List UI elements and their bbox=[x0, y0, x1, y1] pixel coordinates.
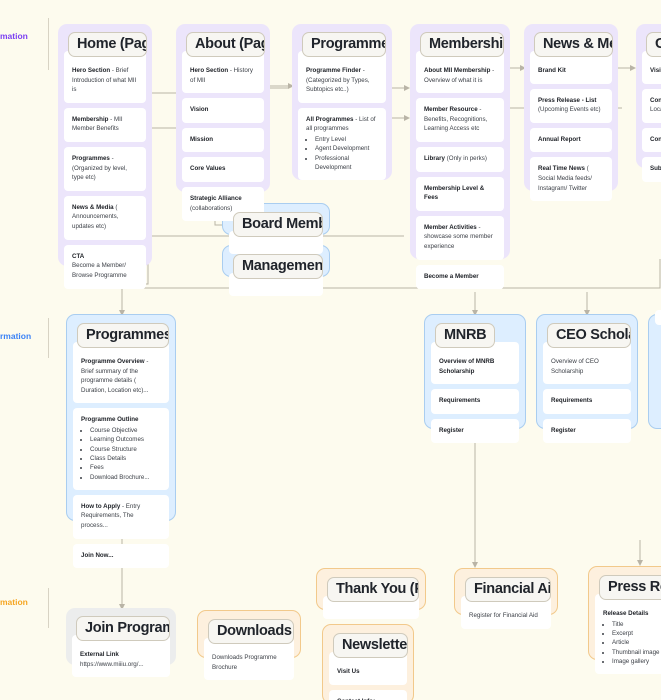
group-title-about: About (Page) bbox=[186, 32, 265, 57]
group-title-mnrb: MNRB bbox=[435, 323, 496, 348]
group-title-financial-aid: Financial Aid (Fo... bbox=[465, 577, 552, 602]
group-title-board-members: Board Members bbox=[233, 212, 324, 237]
group-title-newsletter: Newsletter (P... bbox=[333, 633, 408, 658]
card[interactable]: Become a Member bbox=[416, 264, 504, 290]
card[interactable]: Mission bbox=[182, 127, 264, 153]
card[interactable]: Programme Overview - Brief summary of th… bbox=[73, 342, 169, 404]
group-title-thank-you: Thank You (Page) bbox=[327, 577, 420, 602]
group-about[interactable]: About (Page)Hero Section - History of MI… bbox=[176, 24, 270, 222]
group-financial-aid[interactable]: Financial Aid (Fo...Register for Financi… bbox=[454, 568, 558, 629]
card[interactable]: Overview of MNRB Scholarship bbox=[431, 342, 519, 385]
card[interactable]: How to Apply - Entry Requirements, The p… bbox=[73, 494, 169, 539]
group-newsletter[interactable]: Newsletter (P...Visit UsContact Info: Ad… bbox=[322, 624, 414, 700]
card-list-programmes-single: Programme Overview - Brief summary of th… bbox=[73, 342, 169, 569]
group-join-programme[interactable]: Join ProgrammeExternal Linkhttps://www.m… bbox=[66, 608, 176, 678]
card[interactable]: Visit Us bbox=[642, 51, 661, 84]
card[interactable]: Membership - MII Member Benefits bbox=[64, 107, 146, 143]
card-list-memberships: About MII Membership - Overview of what … bbox=[416, 51, 504, 290]
rail-label-information-purple: mation bbox=[0, 31, 28, 41]
card-list-home: Hero Section - Brief Introduction of wha… bbox=[64, 51, 146, 289]
group-home[interactable]: Home (Page)Hero Section - Brief Introduc… bbox=[58, 24, 152, 289]
card[interactable]: Register bbox=[431, 418, 519, 444]
card[interactable]: Annual Report bbox=[530, 127, 612, 153]
card[interactable]: Core Values bbox=[182, 157, 264, 183]
card[interactable]: Hero Section - History of MII bbox=[182, 51, 264, 94]
group-contact[interactable]: CoVisit Us Contact Info: Address, Locatio… bbox=[636, 24, 661, 183]
card[interactable]: Library (Only in perks) bbox=[416, 147, 504, 172]
rail-divider-mid bbox=[48, 318, 49, 358]
group-title-downloads-pdf: Downloads (PDF) bbox=[208, 619, 295, 644]
card[interactable]: Real Time News ( Social Media feeds/ Ins… bbox=[530, 157, 612, 202]
group-downloads-pdf[interactable]: Downloads (PDF)Downloads Programme Broch… bbox=[197, 610, 301, 681]
rail-divider-bottom bbox=[48, 588, 49, 628]
group-title-ceo-scholarship: CEO Scholarship bbox=[547, 323, 632, 348]
card[interactable]: Overview of CEO Scholarship bbox=[543, 342, 631, 385]
card[interactable]: Programmes - (Organized by level, type e… bbox=[64, 147, 146, 191]
card[interactable]: Join Now... bbox=[73, 543, 169, 569]
group-ceo-scholarship[interactable]: CEO ScholarshipOverview of CEO Scholarsh… bbox=[536, 314, 638, 444]
group-title-press-release: Press Release bbox=[599, 575, 661, 600]
group-title-management-team: Management Te... bbox=[233, 254, 324, 279]
card-list-contact: Visit Us Contact Info: Address, Location … bbox=[642, 51, 661, 183]
card[interactable]: Contact Info: Address, Location etc.. bbox=[642, 88, 661, 123]
card-list-newsletter: Visit UsContact Info: Address, Location … bbox=[329, 652, 407, 700]
card[interactable]: All Programmes - List of all programmesE… bbox=[298, 107, 386, 181]
card[interactable]: Subscribe bbox=[642, 157, 661, 183]
group-right-edge-blue[interactable] bbox=[648, 310, 661, 429]
group-title-news: News & Media... bbox=[534, 32, 613, 57]
group-memberships[interactable]: Memberships ...About MII Membership - Ov… bbox=[410, 24, 510, 290]
card[interactable]: About MII Membership - Overview of what … bbox=[416, 51, 504, 94]
card[interactable]: News & Media ( Announcements, updates et… bbox=[64, 195, 146, 240]
card[interactable]: Hero Section - Brief Introduction of wha… bbox=[64, 51, 146, 103]
card[interactable]: Contact Info: Address, Location etc.. bbox=[329, 689, 407, 700]
card[interactable]: Requirements bbox=[431, 389, 519, 414]
card[interactable]: Downloads Programme Brochure bbox=[204, 638, 294, 681]
group-thank-you[interactable]: Thank You (Page) bbox=[316, 568, 426, 619]
group-title-programmes-single: Programmes (Sin... bbox=[77, 323, 170, 348]
group-title-contact: Co bbox=[646, 32, 661, 57]
group-programmes[interactable]: Programmes (...Programme Finder - (Categ… bbox=[292, 24, 392, 181]
card[interactable]: Requirements bbox=[543, 389, 631, 414]
card[interactable]: Membership Level & Fees bbox=[416, 176, 504, 211]
card-list-press-release: Release DetailsTitleExcerptArticleThumbn… bbox=[595, 594, 661, 675]
group-title-join-programme: Join Programme bbox=[76, 616, 171, 641]
group-title-home: Home (Page) bbox=[68, 32, 147, 57]
rail-label-information-blue: rmation bbox=[0, 331, 32, 341]
card[interactable]: Member Activities - showcase some member… bbox=[416, 215, 504, 260]
card-list-right-edge-blue bbox=[655, 310, 661, 325]
card[interactable]: Member Resource - Benefits, Recognitions… bbox=[416, 98, 504, 143]
rail-label-information-orange: mation bbox=[0, 597, 28, 607]
group-programmes-single[interactable]: Programmes (Sin...Programme Overview - B… bbox=[66, 314, 176, 569]
card-list-downloads-pdf: Downloads Programme Brochure bbox=[204, 638, 294, 681]
rail-divider-top bbox=[48, 18, 49, 70]
card[interactable] bbox=[655, 310, 661, 325]
card[interactable]: Register bbox=[543, 418, 631, 444]
card[interactable]: Release DetailsTitleExcerptArticleThumbn… bbox=[595, 594, 661, 675]
group-title-programmes: Programmes (... bbox=[302, 32, 387, 57]
group-press-release[interactable]: Press ReleaseRelease DetailsTitleExcerpt… bbox=[588, 566, 661, 675]
card[interactable]: Programme Finder - (Categorized by Types… bbox=[298, 51, 386, 103]
card[interactable]: Press Release - List (Upcoming Events et… bbox=[530, 88, 612, 123]
card[interactable]: Programme OutlineCourse ObjectiveLearnin… bbox=[73, 408, 169, 490]
group-title-memberships: Memberships ... bbox=[420, 32, 505, 57]
card-list-programmes: Programme Finder - (Categorized by Types… bbox=[298, 51, 386, 181]
card[interactable]: Contact Form bbox=[642, 127, 661, 153]
card[interactable]: Vision bbox=[182, 98, 264, 123]
